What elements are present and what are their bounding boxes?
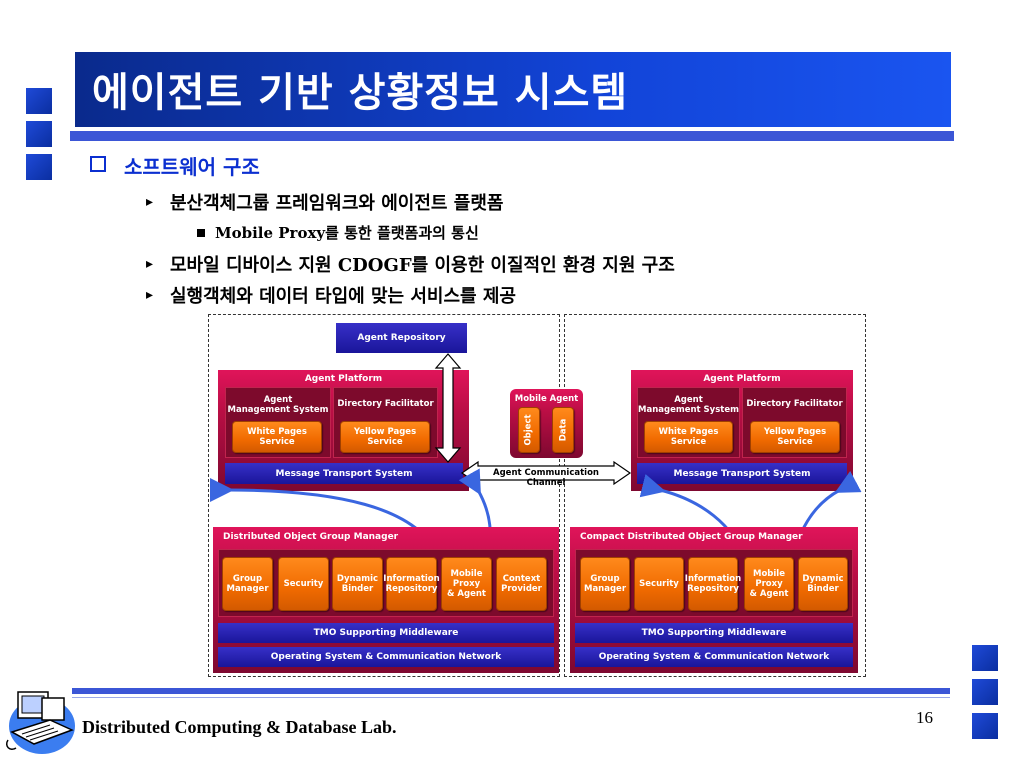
decor-square: [26, 88, 52, 114]
ams-label: Agent Management System: [638, 395, 739, 415]
mobile-agent-header: Mobile Agent: [514, 394, 579, 404]
df-label: Directory Facilitator: [337, 399, 434, 409]
acc-label: Agent Communication Channel: [493, 468, 599, 488]
bullet-level2: 분산객체그룹 프레임워크와 에이전트 플랫폼: [170, 193, 504, 214]
dogm-header: Distributed Object Group Manager: [223, 532, 399, 542]
repository-double-arrow: [434, 353, 462, 463]
computer-clipart-icon: [5, 691, 75, 754]
platform-header: Agent Platform: [703, 374, 781, 384]
footer-rule: [72, 688, 950, 694]
bullet-text-post: 를 이용한 이질적인 환경 지원 구조: [411, 255, 675, 276]
footer-thin-rule: [72, 697, 950, 698]
triangle-bullet-icon: ▸: [146, 194, 154, 210]
slide-title: 에이전트 기반 상황정보 시스템: [92, 70, 629, 116]
white-pages-service: White Pages Service: [232, 421, 322, 453]
agent-repository: Agent Repository: [336, 323, 467, 353]
os-network: Operating System & Communication Network: [575, 647, 853, 667]
decor-square: [972, 679, 998, 705]
module-group-manager: Group Manager: [222, 557, 273, 611]
triangle-bullet-icon: ▸: [146, 256, 154, 272]
module-information-repository: Information Repository: [383, 557, 440, 611]
hollow-square-bullet-icon: [90, 156, 106, 172]
data-box: Data: [552, 407, 574, 453]
module-information-repository: Information Repository: [685, 557, 741, 611]
triangle-bullet-icon: ▸: [146, 287, 154, 303]
decor-square: [972, 645, 998, 671]
module-context-provider: Context Provider: [496, 557, 547, 611]
os-network: Operating System & Communication Network: [218, 647, 554, 667]
bullet-level1: 소프트웨어 구조: [124, 155, 260, 179]
cdogm-header: Compact Distributed Object Group Manager: [580, 532, 803, 542]
bullet-level3: Mobile Proxy를 통한 플랫폼과의 통신: [215, 222, 479, 243]
module-dynamic-binder: Dynamic Binder: [798, 557, 848, 611]
ams-label: Agent Management System: [227, 395, 329, 415]
title-bar: [75, 52, 951, 127]
module-security: Security: [278, 557, 329, 611]
tmo-middleware: TMO Supporting Middleware: [575, 623, 853, 643]
page-number: 16: [916, 708, 933, 727]
yellow-pages-service: Yellow Pages Service: [750, 421, 840, 453]
white-pages-service: White Pages Service: [644, 421, 733, 453]
module-security: Security: [634, 557, 684, 611]
title-underline: [70, 131, 954, 141]
left-dashed-region: [208, 314, 560, 677]
object-box: Object: [518, 407, 540, 453]
module-dynamic-binder: Dynamic Binder: [332, 557, 383, 611]
tmo-middleware: TMO Supporting Middleware: [218, 623, 554, 643]
bullet-text-en: CDOGF: [337, 255, 412, 276]
module-mobile-proxy-agent: Mobile Proxy & Agent: [441, 557, 492, 611]
decor-square: [972, 713, 998, 739]
yellow-pages-service: Yellow Pages Service: [340, 421, 430, 453]
bullet-level3-en: Mobile Proxy: [215, 224, 326, 242]
right-dashed-region: [564, 314, 866, 677]
df-label: Directory Facilitator: [746, 399, 843, 409]
decor-square: [26, 154, 52, 180]
bullet-text-pre: 모바일 디바이스 지원: [170, 255, 338, 276]
decor-square: [26, 121, 52, 147]
footer-lab-name: Distributed Computing & Database Lab.: [82, 717, 397, 737]
module-group-manager: Group Manager: [580, 557, 630, 611]
square-bullet-icon: [197, 229, 205, 237]
platform-header: Agent Platform: [304, 374, 383, 384]
bullet-level2: 실행객체와 데이터 타입에 맞는 서비스를 제공: [170, 286, 516, 307]
module-mobile-proxy-agent: Mobile Proxy & Agent: [744, 557, 794, 611]
bullet-level3-ko: 를 통한 플랫폼과의 통신: [325, 224, 479, 242]
bullet-level2: 모바일 디바이스 지원 CDOGF를 이용한 이질적인 환경 지원 구조: [170, 251, 675, 277]
